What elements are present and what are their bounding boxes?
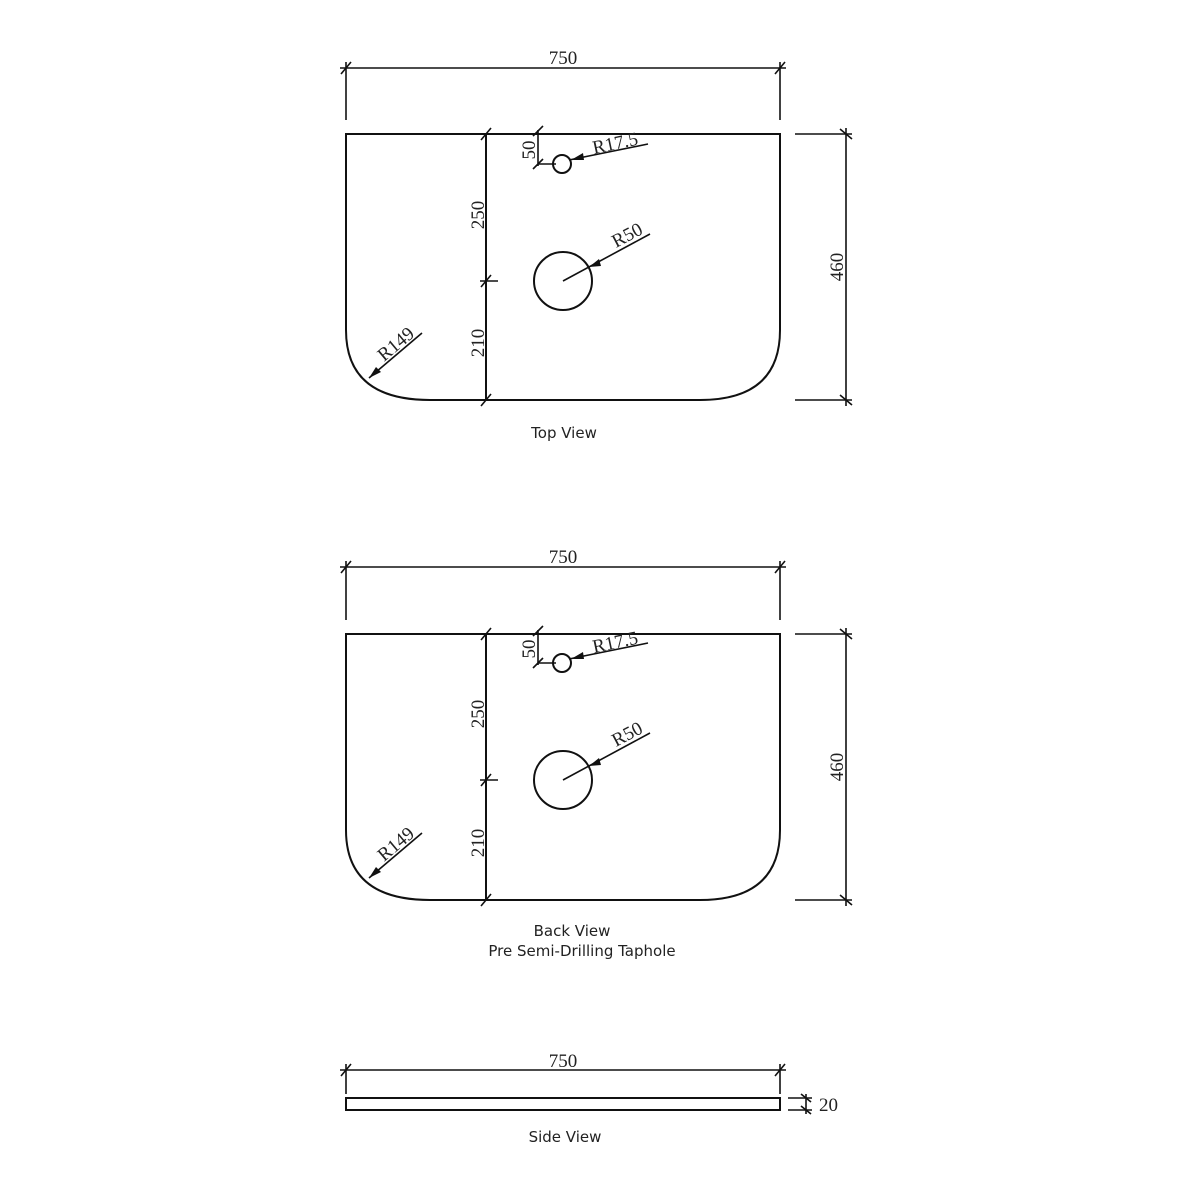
back-taphole-offset-label: 50 [519,640,540,659]
back-corner-radius-label: R149 [374,823,419,866]
top-basin-radius-label: R50 [608,219,646,252]
top-width-dimension: 750 [340,48,786,120]
side-view-caption: Side View [529,1128,602,1146]
top-basin-hole [533,251,593,311]
top-basin-back-offset-label: 250 [468,201,489,230]
back-basin-radius-label: R50 [608,718,646,751]
top-view: 750 R17.5 50 R50 [340,48,853,442]
top-view-caption: Top View [530,424,597,442]
back-taphole-radius-dimension: R17.5 [568,628,649,660]
back-taphole-offset-dimension: 50 [519,625,556,669]
top-width-label: 750 [549,48,578,69]
top-basin-radius-dimension: R50 [562,219,651,282]
back-basin-back-offset-label: 250 [468,700,489,729]
top-basin-front-offset-label: 210 [468,329,489,358]
top-depth-label: 460 [827,253,848,282]
back-width-label: 750 [549,547,578,568]
side-width-label: 750 [549,1051,578,1072]
back-corner-radius-dimension: R149 [368,823,423,879]
back-countertop-outline [345,633,781,901]
top-countertop-outline [345,133,781,401]
top-corner-radius-label: R149 [374,323,419,366]
side-width-dimension: 750 [340,1051,786,1094]
back-basin-front-offset-label: 210 [468,829,489,858]
top-basin-offset-dimensions: 250 210 [468,127,498,407]
side-thickness-dimension: 20 [788,1093,838,1116]
top-taphole-offset-label: 50 [519,141,540,160]
side-view: 750 20 Side View [340,1051,838,1146]
back-depth-label: 460 [827,753,848,782]
back-view: 750 R17.5 50 R50 250 2 [340,547,853,960]
back-view-subcaption: Pre Semi-Drilling Taphole [488,942,675,960]
back-width-dimension: 750 [340,547,786,620]
back-basin-offset-dimensions: 250 210 [468,627,498,907]
back-view-caption: Back View [534,922,611,940]
side-slab [345,1097,781,1111]
top-corner-radius-dimension: R149 [368,323,423,379]
top-depth-dimension: 460 [795,128,853,406]
side-thickness-label: 20 [819,1095,838,1116]
top-taphole-offset-dimension: 50 [519,125,556,170]
back-depth-dimension: 460 [795,628,853,906]
back-basin-hole [533,750,593,810]
back-basin-radius-dimension: R50 [562,718,651,781]
back-taphole-radius-label: R17.5 [591,628,640,658]
